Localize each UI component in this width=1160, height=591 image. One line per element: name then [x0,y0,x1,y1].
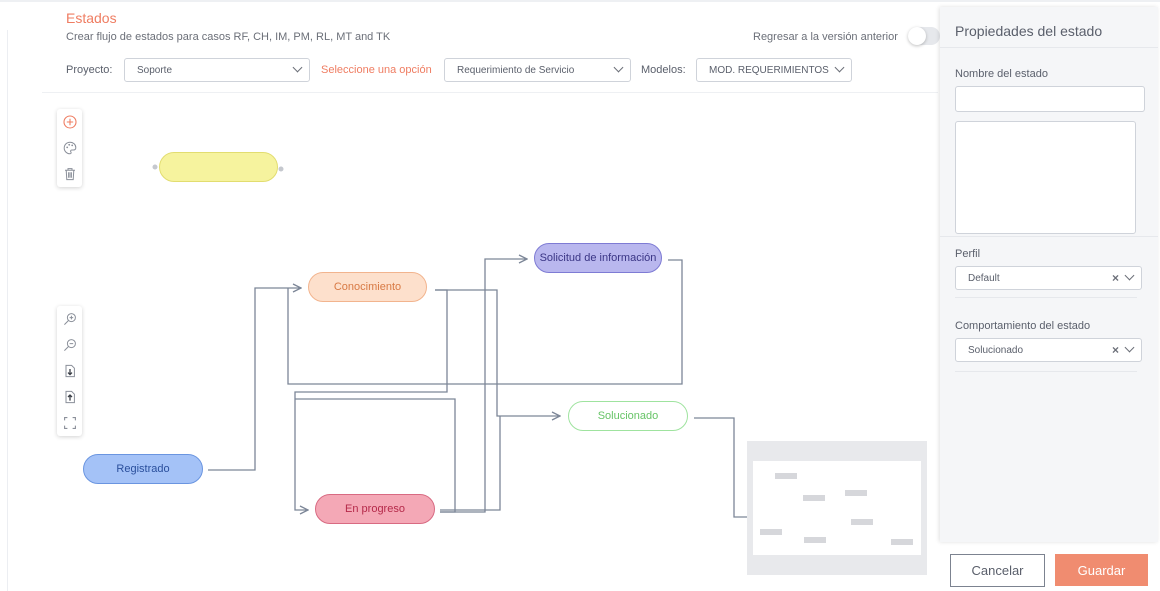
edge-registrado-conocimiento [208,288,301,471]
option-select-value: Requerimiento de Servicio [457,65,575,76]
project-select[interactable]: Soporte [124,58,310,82]
edge-conocimiento-solucionado [435,289,560,416]
node-registrado[interactable]: Registrado [83,454,203,484]
edge-enprogreso-solucionado [440,416,501,511]
project-select-value: Soporte [137,65,173,76]
connector-dot-left [152,164,158,170]
new-state-node[interactable] [159,152,278,182]
node-conocimiento[interactable]: Conocimiento [308,272,427,302]
connector-dot-right [278,166,284,172]
profile-select-value: Default [968,273,1000,284]
edge-enprogreso-loop [295,398,456,513]
edit-toolbar [57,109,82,187]
chevron-down-icon [1124,270,1135,281]
node-solicitud-informacion[interactable]: Solicitud de información [534,243,662,273]
panel-divider [940,236,1158,237]
panel-divider [955,371,1137,372]
page-title: Estados [66,10,117,26]
behavior-select-value: Solucionado [968,345,1024,356]
panel-divider [955,297,1137,298]
models-select-value: MOD. REQUERIMIENTOS Q... [709,65,829,76]
option-label: Seleccione una opción [321,64,432,76]
add-circle-icon [62,115,77,129]
revert-version-label: Regresar a la versión anterior [753,31,898,43]
minimap-node [803,495,825,501]
state-name-input[interactable] [955,86,1145,112]
zoom-in-button[interactable] [57,306,82,332]
project-label: Proyecto: [66,64,113,76]
behavior-select[interactable]: Solucionado × [955,338,1142,362]
upload-icon [65,390,75,404]
minimap-node [851,519,873,525]
palette-icon [63,141,76,155]
header-divider [42,92,938,93]
fit-screen-icon [63,417,76,429]
chevron-down-icon [1124,342,1135,353]
minimap-node [775,473,797,479]
minimap-node [804,537,826,543]
top-border [0,0,1160,2]
download-icon [65,364,75,378]
save-button[interactable]: Guardar [1055,554,1148,586]
profile-label: Perfil [955,248,981,260]
fit-screen-button[interactable] [57,410,82,436]
clear-icon[interactable]: × [1111,343,1119,357]
view-toolbar [57,306,82,436]
edge-solucionado-out [694,417,747,518]
option-select[interactable]: Requerimiento de Servicio [444,58,631,82]
color-button[interactable] [57,135,82,161]
zoom-in-icon [63,313,76,325]
panel-title: Propiedades del estado [955,23,1103,39]
minimap-node [845,490,867,496]
models-label: Modelos: [641,64,686,76]
page-subtitle: Crear flujo de estados para casos RF, CH… [66,31,391,43]
clear-icon[interactable]: × [1111,271,1119,285]
upload-button[interactable] [57,384,82,410]
minimap-viewport [753,461,921,555]
add-state-button[interactable] [57,109,82,135]
state-properties-panel: Propiedades del estado Nombre del estado… [940,7,1158,542]
toggle-knob [908,27,926,45]
edge-enprogreso-solicitud [440,259,527,513]
state-name-label: Nombre del estado [955,68,1048,80]
behavior-label: Comportamiento del estado [955,320,1091,332]
panel-title-divider [940,47,1158,48]
models-select[interactable]: MOD. REQUERIMIENTOS Q... [696,58,852,82]
minimap-node [760,529,782,535]
flow-edges [152,164,747,518]
state-description-textarea[interactable] [955,121,1136,234]
node-en-progreso[interactable]: En progreso [315,494,435,524]
left-border [7,30,8,591]
trash-icon [64,168,75,181]
zoom-out-button[interactable] [57,332,82,358]
minimap-node [891,539,913,545]
profile-select[interactable]: Default × [955,266,1142,290]
node-solucionado[interactable]: Solucionado [568,401,688,431]
revert-version-toggle[interactable] [908,27,940,45]
cancel-button[interactable]: Cancelar [950,554,1045,587]
edge-solicitud-conocimiento [287,259,683,385]
edge-conocimiento-enprogreso [294,289,448,510]
zoom-out-icon [63,339,76,351]
download-button[interactable] [57,358,82,384]
delete-button[interactable] [57,161,82,187]
minimap[interactable] [747,441,927,575]
